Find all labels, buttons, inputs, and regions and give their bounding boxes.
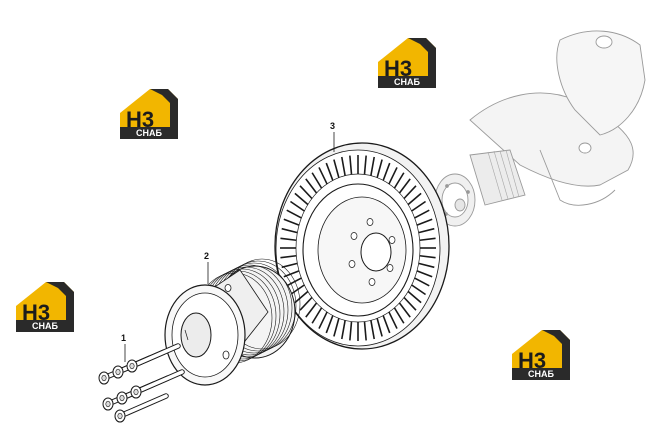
callout-2: 2: [204, 251, 209, 284]
svg-text:CHAБ: CHAБ: [528, 369, 554, 379]
callout-number-2: 2: [204, 251, 209, 261]
svg-text:CHAБ: CHAБ: [136, 128, 162, 138]
damper-bolt-holes: [348, 218, 396, 286]
watermark-logo-left: H3 CHAБ: [16, 282, 74, 332]
svg-text:CHAБ: CHAБ: [394, 77, 420, 87]
bolt: [130, 369, 185, 399]
watermark-logo-top: H3 CHAБ: [378, 38, 436, 88]
callout-number-1: 1: [121, 333, 126, 343]
callout-number-3: 3: [330, 121, 335, 131]
callout-3: 3: [330, 121, 335, 152]
belt-pulley: [164, 258, 301, 386]
bolt-set: [98, 343, 185, 423]
watermark-logo-right: H3 CHAБ: [512, 330, 570, 380]
bolt: [126, 343, 181, 373]
tone-wheel-teeth: [280, 155, 436, 341]
svg-text:CHAБ: CHAБ: [32, 321, 58, 331]
bolt: [114, 393, 169, 423]
callout-1: 1: [121, 333, 126, 362]
crankshaft: [404, 30, 646, 227]
watermark-logo-upper-left: H3 CHAБ: [120, 89, 178, 139]
torsional-damper: [274, 142, 450, 350]
